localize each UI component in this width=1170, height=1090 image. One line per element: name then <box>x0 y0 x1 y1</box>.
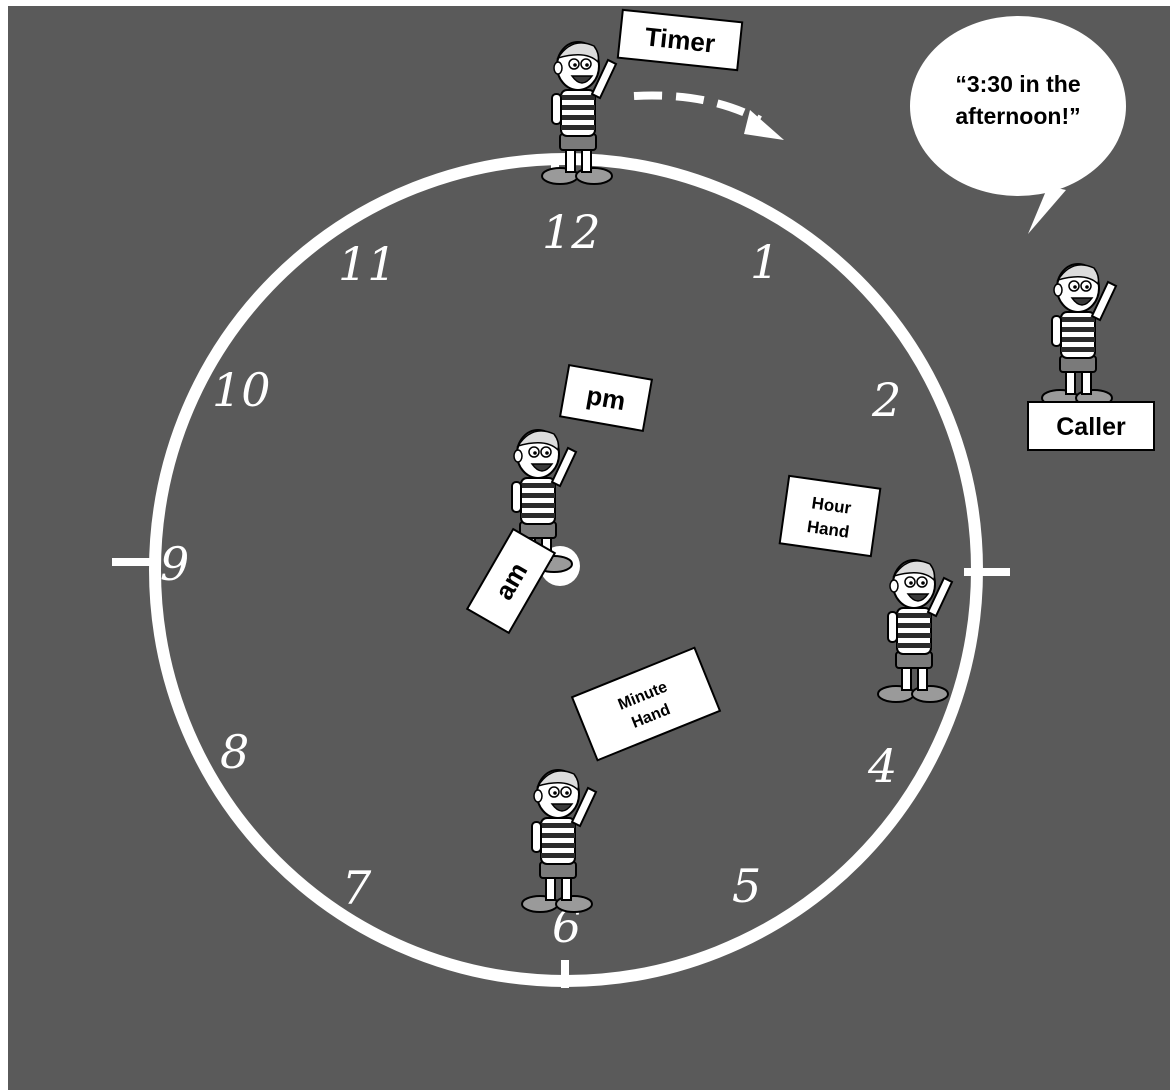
minute-hand-child-figure <box>522 770 596 912</box>
speech-bubble: “3:30 in the afternoon!” <box>910 16 1126 234</box>
pm-sign: pm <box>560 365 652 431</box>
numeral-12: 12 <box>542 205 601 259</box>
numeral-7: 7 <box>342 861 372 915</box>
timer-direction-arrow <box>634 96 760 121</box>
caller-label: Caller <box>1056 413 1126 441</box>
speech-line-1: “3:30 in the <box>955 71 1080 97</box>
timer-sign: Timer <box>618 10 742 70</box>
numeral-10: 10 <box>212 363 271 417</box>
numeral-8: 8 <box>220 725 249 779</box>
hour-hand-child-figure <box>878 560 952 702</box>
playground-clock-diagram: 12 1 2 4 5 6 7 8 9 10 11 Timer “3:30 in … <box>8 6 1170 1090</box>
numeral-4: 4 <box>867 739 897 793</box>
numeral-2: 2 <box>871 373 901 427</box>
numeral-9: 9 <box>160 537 189 591</box>
speech-line-2: afternoon!” <box>955 103 1080 129</box>
hour-hand-sign: Hour Hand <box>780 476 881 556</box>
numeral-5: 5 <box>732 859 761 913</box>
minute-hand-sign: Minute Hand <box>572 648 720 760</box>
numeral-1: 1 <box>750 235 779 289</box>
caller-sign: Caller <box>1028 402 1154 450</box>
am-sign: am <box>467 529 555 633</box>
caller-child-figure <box>1042 264 1116 406</box>
numeral-11: 11 <box>338 237 397 291</box>
arrow-head-icon <box>744 110 784 140</box>
